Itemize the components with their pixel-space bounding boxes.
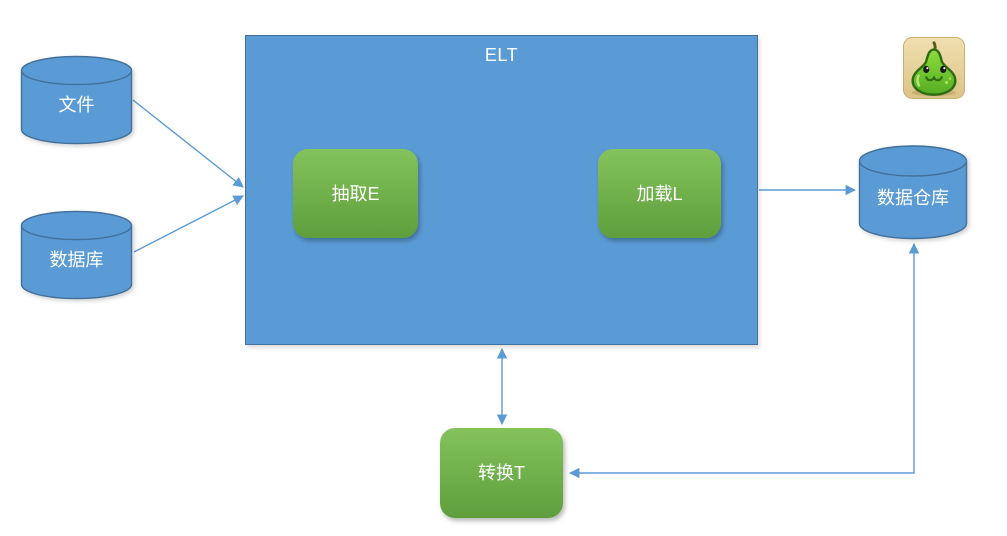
elt-container-title: ELT xyxy=(484,45,519,65)
node-warehouse-label: 数据仓库 xyxy=(877,187,949,208)
node-database[interactable]: 数据库 xyxy=(20,210,133,300)
cylinder-shape xyxy=(20,210,133,300)
pear-mascot-icon xyxy=(903,37,965,99)
cylinder-shape xyxy=(858,145,968,240)
cylinder-shape xyxy=(20,55,133,145)
node-extract[interactable]: 抽取E xyxy=(293,149,418,238)
node-warehouse[interactable]: 数据仓库 xyxy=(858,145,968,240)
node-extract-label: 抽取E xyxy=(331,183,380,204)
node-transform-label: 转换T xyxy=(478,463,525,483)
arrow-file-to-elt xyxy=(132,99,244,188)
node-transform[interactable]: 转换T xyxy=(440,428,563,518)
node-file-label: 文件 xyxy=(58,95,95,115)
arrow-database-to-elt xyxy=(133,195,244,253)
node-file[interactable]: 文件 xyxy=(20,55,133,145)
node-load[interactable]: 加载L xyxy=(598,149,721,238)
elt-container[interactable]: ELT 抽取E 加载L xyxy=(245,35,758,345)
node-load-label: 加载L xyxy=(636,183,683,204)
node-database-label: 数据库 xyxy=(49,250,104,270)
